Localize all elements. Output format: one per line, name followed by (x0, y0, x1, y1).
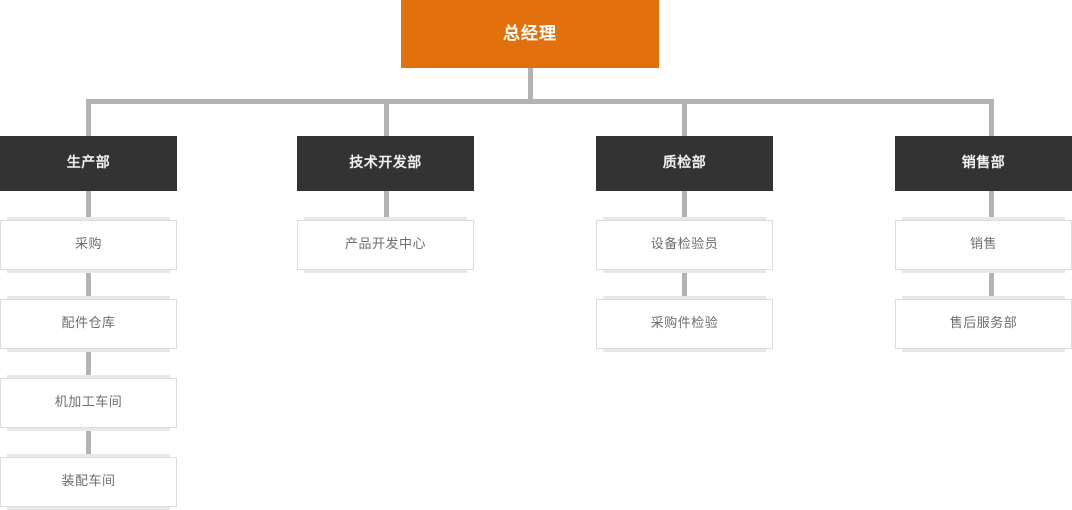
node-leaf-selling[interactable]: 销售 (895, 217, 1072, 273)
node-dept-technical-development[interactable]: 技术开发部 (297, 136, 474, 191)
node-leaf-parts-warehouse[interactable]: 配件仓库 (0, 296, 177, 352)
node-leaf-assembly-workshop[interactable]: 装配车间 (0, 454, 177, 510)
connector-selling-to-aftersales (989, 270, 994, 300)
node-leaf-equipment-inspector[interactable]: 设备检验员 (596, 217, 773, 273)
connector-inspector-to-partcheck (682, 270, 687, 300)
connector-drop-sales (989, 99, 994, 137)
connector-technical-to-rdcenter (384, 191, 389, 221)
node-dept-quality-inspection[interactable]: 质检部 (596, 136, 773, 191)
connector-machining-to-assembly (86, 428, 91, 458)
connector-root-stem (528, 68, 533, 102)
connector-quality-to-inspector (682, 191, 687, 221)
connector-drop-quality (682, 99, 687, 137)
node-dept-sales[interactable]: 销售部 (895, 136, 1072, 191)
connector-caigou-to-warehouse (86, 270, 91, 300)
node-dept-production[interactable]: 生产部 (0, 136, 177, 191)
node-leaf-machining-workshop[interactable]: 机加工车间 (0, 375, 177, 431)
node-leaf-purchased-parts-inspection[interactable]: 采购件检验 (596, 296, 773, 352)
node-leaf-product-development-center[interactable]: 产品开发中心 (297, 217, 474, 273)
connector-warehouse-to-machining (86, 349, 91, 379)
node-leaf-purchasing[interactable]: 采购 (0, 217, 177, 273)
connector-sales-to-selling (989, 191, 994, 221)
node-leaf-after-sales-service[interactable]: 售后服务部 (895, 296, 1072, 352)
node-root-general-manager[interactable]: 总经理 (401, 0, 659, 68)
connector-production-to-caigou (86, 191, 91, 221)
connector-drop-production (86, 99, 91, 137)
connector-drop-technical (384, 99, 389, 137)
connector-horizontal-bus (86, 99, 994, 104)
